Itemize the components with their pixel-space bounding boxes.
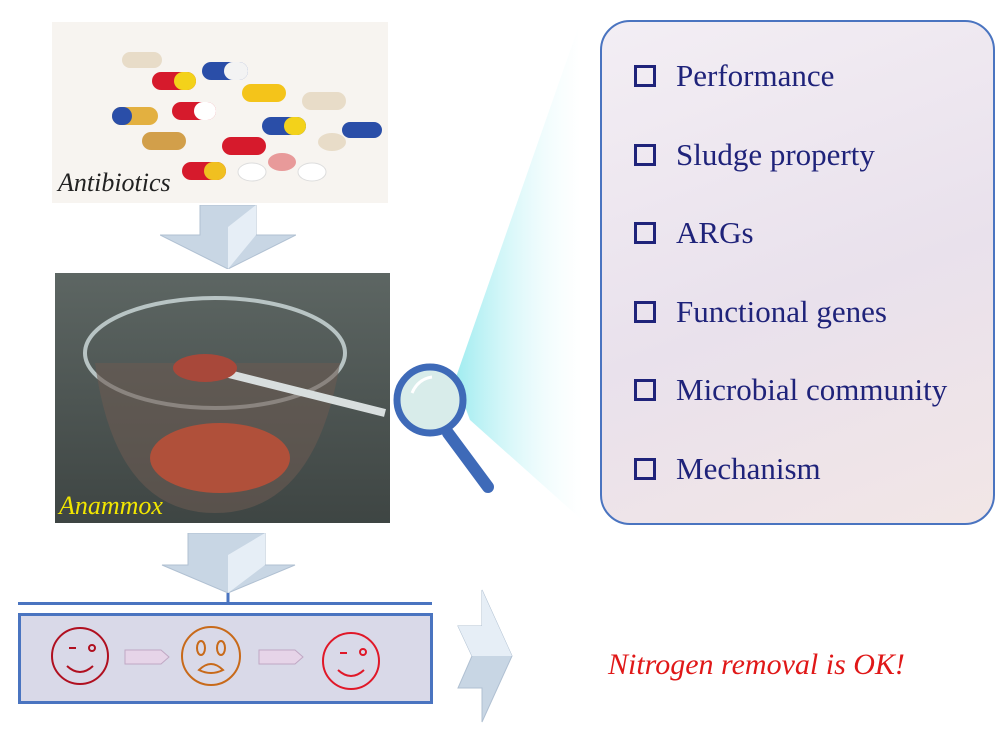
checkbox-icon: [634, 222, 656, 244]
antibiotics-photo: Antibiotics: [52, 22, 388, 203]
pills-illustration: [112, 52, 382, 182]
aspect-item-performance: Performance: [634, 58, 834, 94]
magnifier-icon: [393, 363, 494, 493]
wink-face-icon: [51, 627, 109, 685]
checkbox-icon: [634, 458, 656, 480]
research-aspects-panel: Performance Sludge property ARGs Functio…: [600, 20, 995, 525]
aspect-label: ARGs: [676, 215, 754, 250]
right-arrow-icon: [457, 589, 513, 723]
outcome-text: Nitrogen removal is OK!: [608, 648, 905, 681]
aspect-label: Sludge property: [676, 137, 875, 172]
activity-change-box: [18, 613, 433, 704]
wink-face-icon: [322, 632, 380, 690]
anammox-photo: Anammox: [55, 273, 390, 523]
shocked-face-icon: [181, 626, 241, 686]
faces-sequence: [51, 626, 380, 690]
antibiotics-caption: Antibiotics: [58, 168, 171, 197]
checkbox-icon: [634, 65, 656, 87]
arrow-right-icon: [258, 649, 304, 665]
aspect-item-args: ARGs: [634, 215, 754, 251]
down-arrow-icon: [160, 205, 296, 269]
divider-line: [18, 602, 432, 605]
aspect-item-mechanism: Mechanism: [634, 451, 821, 487]
aspect-label: Mechanism: [676, 451, 821, 486]
aspect-label: Functional genes: [676, 294, 887, 329]
aspect-label: Performance: [676, 58, 835, 93]
aspect-label: Microbial community: [676, 372, 948, 407]
arrow-right-icon: [124, 649, 170, 665]
checkbox-icon: [634, 379, 656, 401]
checkbox-icon: [634, 144, 656, 166]
aspect-item-functional-genes: Functional genes: [634, 294, 887, 330]
down-arrow-icon: [161, 533, 296, 605]
aspect-item-sludge-property: Sludge property: [634, 137, 875, 173]
aspect-item-microbial-community: Microbial community: [634, 372, 947, 408]
checkbox-icon: [634, 301, 656, 323]
beaker-illustration: [83, 296, 386, 513]
anammox-caption: Anammox: [59, 491, 163, 520]
